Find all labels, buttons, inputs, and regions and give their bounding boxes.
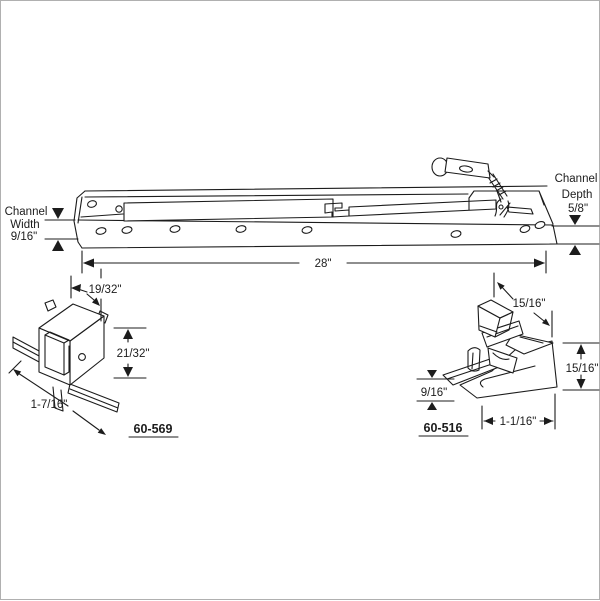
part-number-60-516: 60-516	[424, 421, 463, 435]
cord-diagonal	[487, 173, 508, 200]
channel-width-label-3: 9/16"	[11, 231, 37, 243]
bottom-guide-flange-dimension: 9/16"	[416, 370, 455, 410]
bottom-guide-base-width-value: 1-1/16"	[500, 416, 537, 428]
channel-depth-label-1: Channel	[555, 173, 598, 185]
channel-balance-drawing	[73, 157, 558, 249]
bottom-guide-top-width-value: 15/16"	[513, 298, 546, 310]
channel-depth-label-3: 5/8"	[568, 203, 588, 215]
bottom-guide-flange-value: 9/16"	[421, 387, 447, 399]
bottom-guide-base-dimension: 1-1/16"	[481, 393, 556, 430]
top-guide-hole	[78, 353, 86, 361]
channel-width-label-1: Channel	[5, 206, 48, 218]
bottom-guide-saddle	[487, 347, 518, 374]
top-guide-width-value: 19/32"	[89, 284, 122, 296]
channel-depth-callout: Channel Depth 5/8"	[549, 173, 600, 255]
length-dimension-value: 28"	[315, 258, 332, 270]
spring-coil	[115, 198, 350, 222]
cord-knot	[494, 198, 511, 218]
top-guide-length-dimension: 1-7/16"	[8, 360, 106, 435]
channel-front-band	[77, 219, 558, 249]
bottom-guide-right-wing	[505, 333, 554, 355]
top-guide-height-value: 21/32"	[117, 348, 150, 360]
top-guide-height-dimension: 21/32"	[113, 327, 150, 379]
bottom-guide-side-dimension: 15/16"	[562, 342, 600, 391]
bottom-guide-drawing: 15/16" 15/16" 9/16" 1-1/16" 60-516	[416, 272, 600, 437]
bottom-guide-left-hook	[467, 347, 481, 372]
cord-clip	[431, 157, 495, 179]
part-number-60-569: 60-569	[134, 422, 173, 436]
top-guide-length-value: 1-7/16"	[31, 399, 68, 411]
channel-width-label-2: Width	[10, 219, 39, 231]
balance-cord	[348, 199, 497, 217]
channel-width-callout: Channel Width 9/16"	[5, 206, 79, 251]
top-guide-ear-left	[44, 299, 57, 312]
top-guide-drawing: 19/32" 21/32" 1-7/16" 60-569	[8, 268, 179, 438]
bottom-guide-side-height-value: 15/16"	[566, 363, 599, 375]
channel-holes	[87, 200, 546, 238]
top-guide-legs	[52, 386, 64, 412]
bottom-guide-top-dimension: 15/16"	[493, 272, 553, 338]
channel-left-end	[73, 190, 124, 249]
channel-depth-label-2: Depth	[562, 189, 593, 201]
length-dimension: 28"	[81, 250, 547, 274]
top-guide-width-dimension: 19/32"	[70, 268, 122, 322]
channel-top-rail	[84, 185, 548, 198]
